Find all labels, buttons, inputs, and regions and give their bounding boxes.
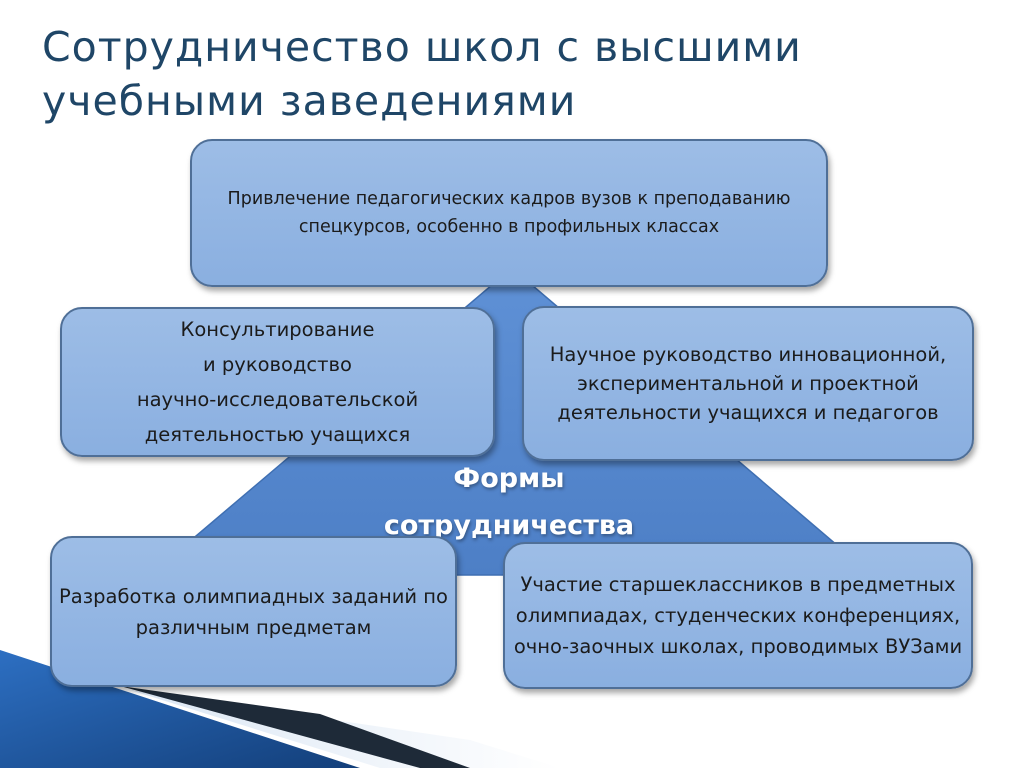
box-middle-left: Консультирование и руководство научно-ис… [60, 307, 495, 457]
slide-title: Сотрудничество школ с высшими учебными з… [42, 23, 802, 125]
box-bottom-right: Участие старшеклассников в предметных ол… [503, 542, 973, 689]
box-bottom-left: Разработка олимпиадных заданий по различ… [50, 536, 457, 687]
box-middle-left-text: Консультирование и руководство научно-ис… [136, 318, 419, 446]
corner-stripe-dark [120, 686, 470, 768]
box-top: Привлечение педагогических кадров вузов … [190, 139, 828, 287]
box-middle-right: Научное руководство инновационной, экспе… [522, 306, 974, 461]
box-bottom-right-text: Участие старшеклассников в предметных ол… [513, 573, 963, 658]
box-middle-right-text: Научное руководство инновационной, экспе… [549, 343, 947, 424]
box-bottom-left-text: Разработка олимпиадных заданий по различ… [59, 584, 448, 639]
center-label: Формы сотрудничества [383, 463, 635, 541]
box-top-text: Привлечение педагогических кадров вузов … [227, 189, 791, 237]
